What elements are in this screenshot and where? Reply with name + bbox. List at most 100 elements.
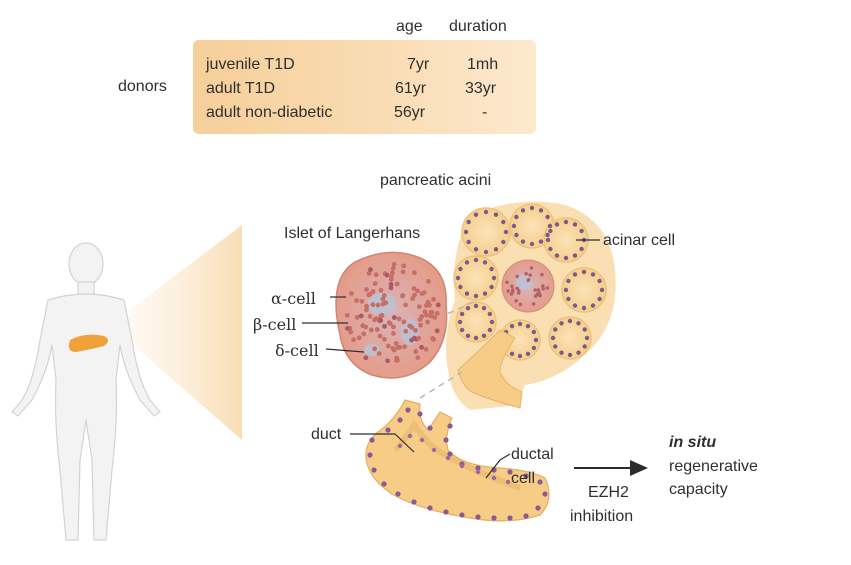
cell-nucleus: [599, 287, 605, 293]
cell-nucleus: [389, 274, 394, 280]
cell-nucleus: [391, 331, 396, 336]
cell-nucleus: [423, 346, 429, 352]
cell-nucleus: [506, 289, 510, 293]
cell-nucleus: [344, 326, 350, 331]
cell-nucleus: [363, 355, 369, 361]
cell-nucleus: [538, 208, 544, 213]
cell-nucleus: [376, 351, 382, 356]
cell-nucleus: [388, 281, 394, 287]
cell-nucleus: [473, 212, 479, 217]
cell-nucleus: [380, 301, 386, 307]
leader-duct: [350, 433, 415, 453]
cell-nucleus: [503, 229, 509, 235]
cell-nucleus: [409, 325, 415, 330]
cell-nucleus: [411, 499, 417, 505]
cell-nucleus: [520, 208, 526, 213]
cell-nucleus: [483, 249, 489, 255]
cell-nucleus: [391, 261, 397, 267]
cell-nucleus: [579, 228, 584, 234]
cell-nucleus: [473, 247, 479, 252]
cell-nucleus: [410, 296, 416, 301]
cell-nucleus: [520, 239, 526, 244]
cell-nucleus: [391, 324, 396, 330]
cell-nucleus: [567, 318, 573, 324]
cell-nucleus: [459, 512, 465, 518]
cell-nucleus: [396, 316, 402, 322]
cell-nucleus: [419, 437, 425, 443]
cell-nucleus: [389, 270, 395, 276]
cell-nucleus: [572, 272, 578, 277]
cell-nucleus: [563, 255, 569, 261]
cell-nucleus: [545, 232, 550, 238]
cell-nucleus: [397, 417, 403, 423]
cell-nucleus: [371, 467, 377, 473]
cell-nucleus: [394, 281, 400, 287]
cell-nucleus: [491, 275, 497, 281]
cell-nucleus: [395, 345, 401, 350]
cell-nucleus: [370, 289, 376, 294]
cell-nucleus: [458, 284, 463, 290]
cell-nucleus: [514, 298, 518, 303]
cell-nucleus: [390, 265, 396, 271]
acinus: [455, 301, 497, 343]
cell-nucleus: [493, 212, 499, 217]
cell-nucleus: [417, 411, 423, 417]
cell-nucleus: [354, 314, 360, 320]
cell-nucleus: [473, 303, 479, 309]
cell-nucleus: [349, 291, 354, 296]
cell-nucleus: [415, 288, 420, 294]
beta-cell-label: β-cell: [253, 315, 297, 334]
donor-name-adult-nd: adult non-diabetic: [206, 104, 333, 121]
cell-nucleus: [412, 292, 417, 298]
cell-nucleus: [358, 313, 364, 319]
pancreas-organ: [68, 334, 108, 352]
cell-nucleus: [514, 214, 519, 220]
cell-nucleus: [416, 304, 422, 310]
cell-nucleus: [354, 298, 359, 303]
cell-nucleus: [514, 232, 519, 238]
cell-nucleus: [445, 455, 451, 461]
cell-nucleus: [563, 287, 569, 293]
donor-age-adult-nd: 56yr: [394, 104, 426, 121]
cell-nucleus: [385, 427, 391, 433]
cell-nucleus: [364, 287, 369, 292]
dashed-guide: [419, 371, 463, 399]
cell-nucleus: [375, 302, 381, 308]
cell-nucleus: [409, 337, 414, 343]
donor-duration-adult-t1d: 33yr: [465, 80, 497, 97]
cell-nucleus: [385, 343, 391, 349]
cell-nucleus: [395, 357, 400, 363]
donor-table-background: [193, 40, 536, 134]
donor-duration-juvenile: 1mh: [467, 56, 499, 73]
cell-nucleus: [361, 331, 367, 337]
cell-nucleus: [359, 298, 365, 304]
cell-nucleus: [481, 333, 487, 339]
cell-nucleus: [363, 324, 369, 330]
zoom-cone: [110, 225, 242, 440]
cell-nucleus: [505, 280, 509, 285]
cell-nucleus: [475, 465, 481, 471]
cell-nucleus: [403, 302, 408, 308]
cell-nucleus: [434, 328, 440, 334]
cell-nucleus: [443, 509, 449, 515]
cell-nucleus: [393, 341, 399, 346]
cell-nucleus: [584, 335, 590, 341]
cell-nucleus: [378, 287, 384, 293]
cell-nucleus: [463, 229, 469, 235]
cell-nucleus: [581, 305, 587, 311]
cell-nucleus: [368, 267, 373, 272]
cell-nucleus: [348, 329, 354, 335]
cell-nucleus: [542, 491, 548, 497]
cell-nucleus: [455, 275, 461, 281]
cell-nucleus: [536, 288, 541, 292]
cell-nucleus: [447, 451, 453, 457]
ductal-nuclei: [367, 407, 548, 521]
cell-nucleus: [487, 327, 493, 333]
cell-nucleus: [364, 307, 369, 313]
cell-nucleus: [421, 290, 427, 296]
cell-nucleus: [473, 293, 479, 299]
cell-nucleus: [572, 222, 578, 227]
cell-nucleus: [475, 514, 481, 520]
dashed-guide: [437, 299, 479, 319]
cell-nucleus: [509, 351, 515, 357]
